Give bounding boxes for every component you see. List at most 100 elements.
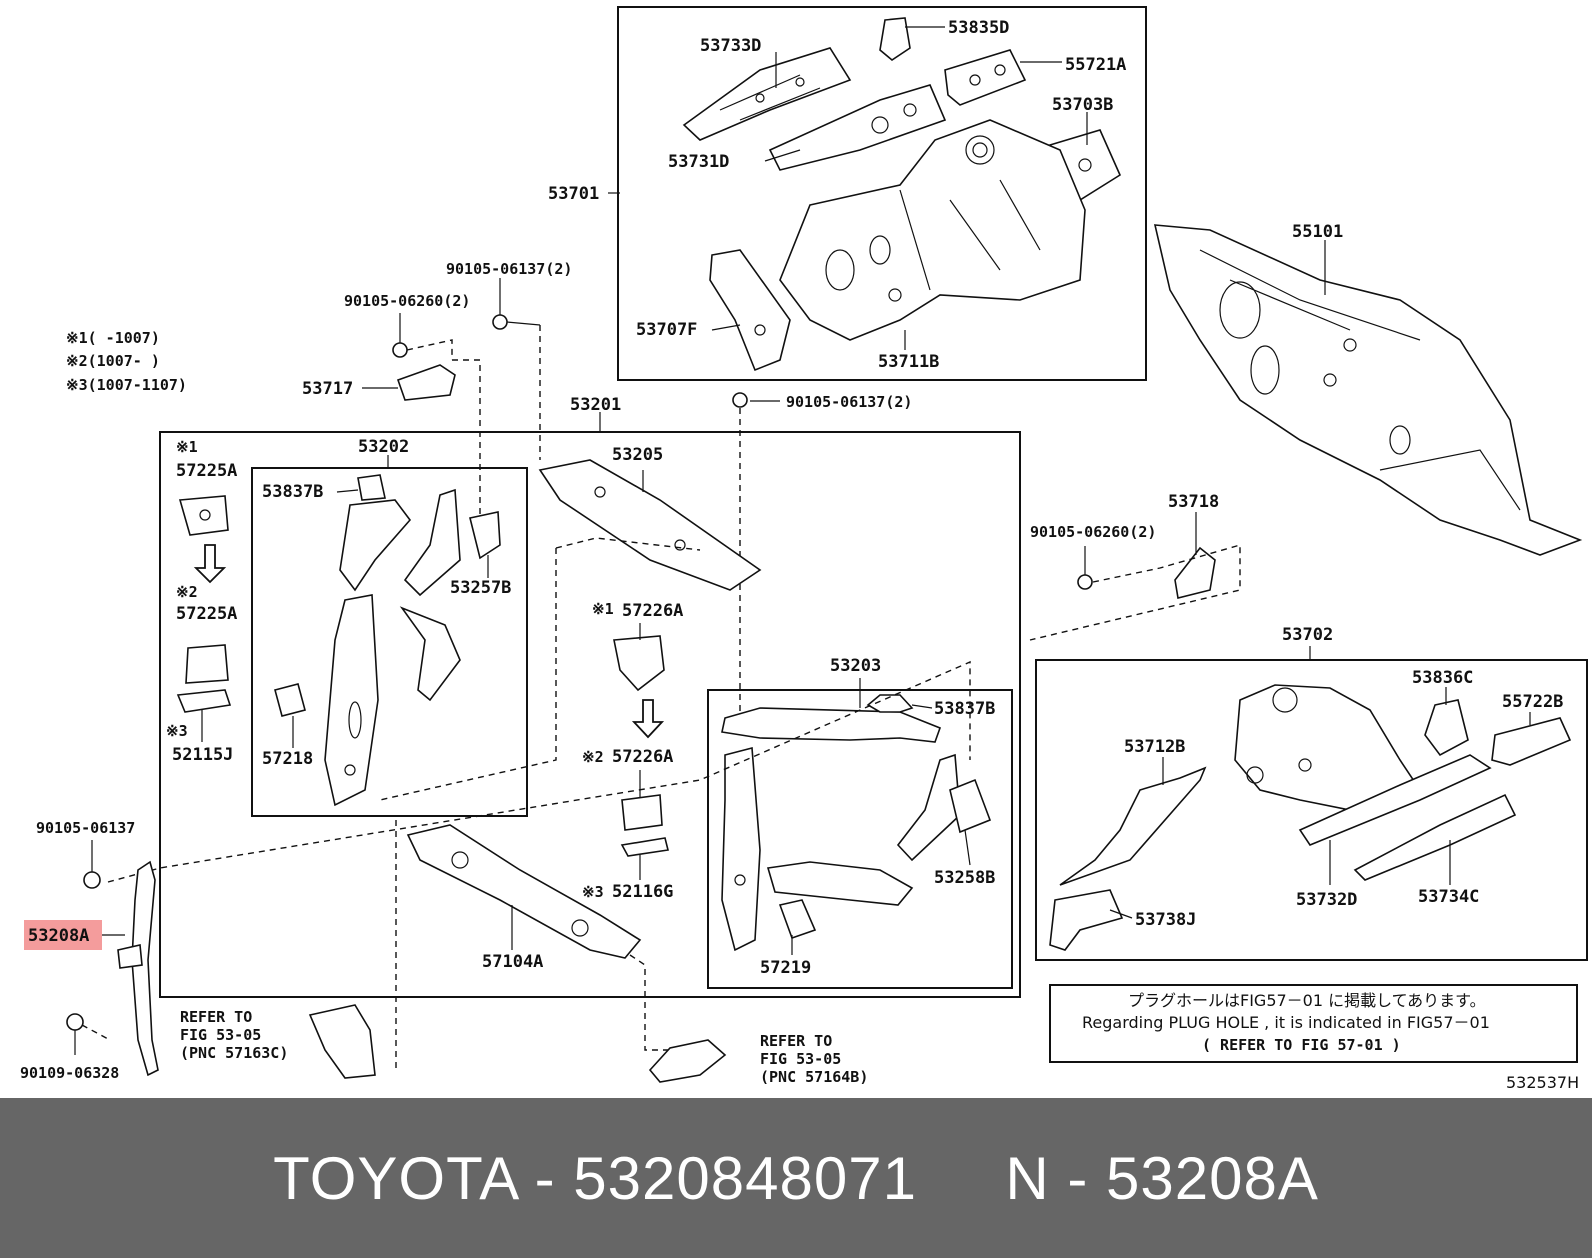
label-53717: 53717 [302,379,353,399]
notice-english: Regarding PLUG HOLE , it is indicated in… [1082,1013,1490,1032]
label-53205: 53205 [612,445,663,465]
label-53734C: 53734C [1418,887,1479,907]
label-53257B: 53257B [450,578,511,598]
part-53208A [117,860,159,1077]
plug-hole-notice-box [1049,984,1578,1063]
part-53203-bracket [766,861,914,906]
part-52116G [620,837,669,857]
bolt-90105-06137-mid [732,392,748,408]
label-52115J: 52115J [172,745,233,765]
dash-line-2 [406,339,481,520]
mark-2-mid: ※2 [582,748,604,766]
label-bolt-90105-06137-left: 90105-06137 [36,819,135,837]
label-53712B: 53712B [1124,737,1185,757]
part-55721A [944,49,1027,106]
part-57225A-upper [178,495,229,536]
notice-reference: ( REFER TO FIG 57-01 ) [1202,1036,1401,1054]
part-55722B [1491,717,1572,766]
highlight-53208A [24,920,102,950]
parts-diagram-svg: 53733D 53835D 55721A 53703B 53731D 53701… [20,6,1588,1092]
part-57218 [274,683,306,717]
leader-53837B-left [336,489,359,493]
label-53732D: 53732D [1296,890,1357,910]
label-bolt-90105-06137-mid: 90105-06137(2) [786,393,912,411]
diagram-id: 532537H [1506,1073,1579,1092]
part-53257B [403,488,501,597]
arrow-down-2 [631,699,665,739]
label-bolt-90105-06260-top: 90105-06260(2) [344,292,470,310]
label-53711B: 53711B [878,352,939,372]
part-53711B [779,119,1086,341]
part-53202-lower-bracket [399,606,461,702]
dash-line-5 [107,660,971,883]
label-53208A: 53208A [28,926,89,946]
refer-57163C-line1: REFER TO [180,1008,252,1026]
part-53205 [538,459,762,591]
part-53712B [1059,766,1207,886]
label-53703B: 53703B [1052,95,1113,115]
label-bolt-90105-06137-top: 90105-06137(2) [446,260,572,278]
part-53836C [1424,699,1469,757]
group-box-53201 [159,431,1021,998]
mark-3-mid: ※3 [582,883,604,901]
leader-53258B [964,829,971,866]
label-57219: 57219 [760,958,811,978]
legend-range-1: ※1( -1007) [66,329,160,347]
part-57104A [406,824,642,959]
dash-line-8 [1029,544,1241,641]
label-52116G: 52116G [612,882,673,902]
refer-57164B-line2: FIG 53-05 [760,1050,841,1068]
part-53734C [1353,793,1517,881]
part-53707F [709,249,791,372]
refer-57163C-line3: (PNC 57163C) [180,1044,288,1062]
label-53203: 53203 [830,656,881,676]
part-53203-crossmember [721,707,942,743]
part-53202-upper-bracket [339,499,412,592]
bolt-90105-06137-top [492,314,541,330]
legend-range-3: ※3(1007-1107) [66,376,187,394]
part-57163C-ref [308,1004,376,1079]
refer-57163C-line2: FIG 53-05 [180,1026,261,1044]
label-57225A-upper: 57225A [176,461,237,481]
leader-53738J [1109,909,1133,919]
label-57226A-lower: 57226A [612,747,673,767]
part-57225A-lower [185,644,229,684]
mark-3-left: ※3 [166,722,188,740]
label-53835D: 53835D [948,18,1009,38]
label-53707F: 53707F [636,320,697,340]
part-53258B [896,753,992,862]
label-bolt-90109-06328: 90109-06328 [20,1064,119,1082]
label-53258B: 53258B [934,868,995,888]
label-57218: 57218 [262,749,313,769]
part-53835D [879,17,911,61]
label-55722B: 55722B [1502,692,1563,712]
label-53731D: 53731D [668,152,729,172]
part-number-footer: TOYOTA - 5320848071 N - 53208A [0,1098,1592,1258]
bolt-90105-06260-right [1077,574,1093,590]
mark-1-left: ※1 [176,438,198,456]
bolt-90109-06328 [66,1013,111,1041]
part-53203-pillar [721,746,761,952]
label-55101: 55101 [1292,222,1343,242]
part-57164B-ref [648,1039,727,1083]
label-57104A: 57104A [482,952,543,972]
part-57226A-lower [621,794,663,831]
refer-57164B-line1: REFER TO [760,1032,832,1050]
leader-53707F [711,324,741,331]
part-53202-pillar [324,594,379,807]
part-53738J [1049,889,1124,951]
label-53701: 53701 [548,184,599,204]
part-57219 [778,899,817,940]
leader-53731D [764,149,801,162]
label-55721A: 55721A [1065,55,1126,75]
leader-53837B-right [911,704,933,709]
label-53837B-left: 53837B [262,482,323,502]
dash-line-4 [379,537,701,801]
group-box-53702 [1035,659,1588,961]
legend-range-2: ※2(1007- ) [66,352,160,370]
part-52115J [176,689,232,713]
label-53837B-right: 53837B [934,699,995,719]
label-57226A-upper: 57226A [622,601,683,621]
label-53201: 53201 [570,395,621,415]
parts-diagram: 53733D 53835D 55721A 53703B 53731D 53701… [20,6,1588,1092]
